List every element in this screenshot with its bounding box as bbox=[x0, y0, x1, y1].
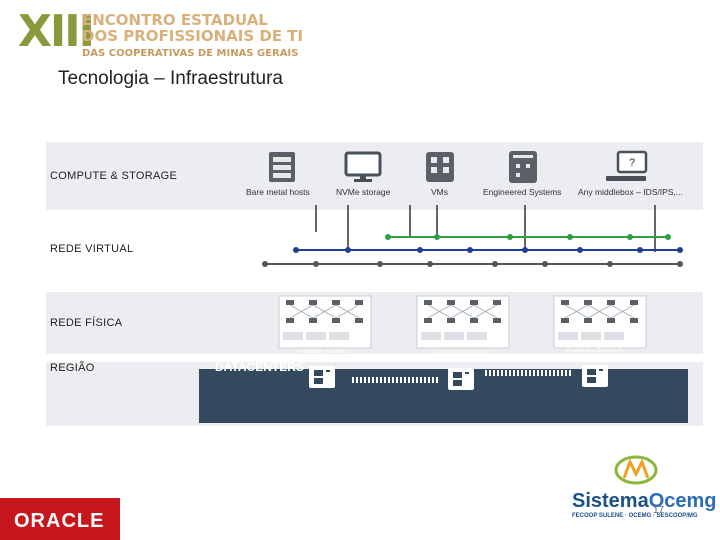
resource-label-vms: VMs bbox=[431, 187, 448, 197]
availability-domain-3-label: Availability Domain 3 bbox=[566, 348, 622, 354]
resource-label-engineered: Engineered Systems bbox=[483, 187, 562, 197]
layer-label-regiao: REGIÃO bbox=[50, 362, 95, 374]
availability-domain-1-label: Availability Domain 1 bbox=[296, 349, 352, 355]
layer-label-virtual: REDE VIRTUAL bbox=[50, 243, 134, 255]
unknown-device-symbol: ? bbox=[629, 157, 635, 169]
event-logo-line1: ENCONTRO ESTADUAL bbox=[82, 11, 268, 29]
partner-logo-icon bbox=[614, 455, 658, 485]
partner-logo-name: SistemaOcemg bbox=[572, 490, 717, 513]
virtual-network bbox=[262, 205, 683, 267]
resource-label-middlebox: Any middlebox – IDS/IPS,... bbox=[578, 187, 683, 197]
event-logo-line2: DOS PROFISSIONAIS DE TI bbox=[82, 27, 304, 45]
page-title: Tecnologia – Infraestrutura bbox=[58, 68, 283, 89]
availability-domain-1-icon bbox=[309, 366, 335, 388]
monitor-icon bbox=[344, 151, 382, 182]
unknown-device-icon: ? bbox=[606, 150, 648, 181]
datacenters-label: DATACENTERS bbox=[215, 360, 304, 374]
database-icon bbox=[509, 151, 537, 183]
resource-label-nvme: NVMe storage bbox=[336, 187, 391, 197]
physical-network-diagram-3 bbox=[553, 295, 647, 349]
partner-name-b: Ocemg bbox=[648, 490, 717, 512]
physical-network-diagram-2 bbox=[416, 295, 510, 349]
partner-name-a: Sistema bbox=[572, 490, 649, 512]
physical-network-diagram-1 bbox=[278, 295, 372, 349]
page-number: 17 bbox=[653, 505, 665, 516]
vm-grid-icon bbox=[426, 152, 454, 182]
availability-domain-2-label: Availability Domain 2 bbox=[434, 351, 490, 357]
availability-domain-2-icon bbox=[448, 368, 474, 390]
layer-label-fisica: REDE FÍSICA bbox=[50, 317, 123, 329]
event-logo-number: XIII bbox=[18, 6, 95, 57]
oracle-logo bbox=[0, 498, 120, 540]
resource-label-bare-metal: Bare metal hosts bbox=[246, 187, 310, 197]
layer-label-compute: COMPUTE & STORAGE bbox=[50, 170, 178, 182]
partner-logo-subtitle: FECOOP SULENE · OCEMG · SESCOOP/MG bbox=[572, 513, 698, 519]
oracle-logo-text: ORACLE bbox=[14, 510, 105, 532]
server-icon bbox=[269, 152, 295, 182]
event-logo-line3: DAS COOPERATIVAS DE MINAS GERAIS bbox=[82, 48, 299, 59]
availability-domain-3-icon bbox=[582, 365, 608, 387]
